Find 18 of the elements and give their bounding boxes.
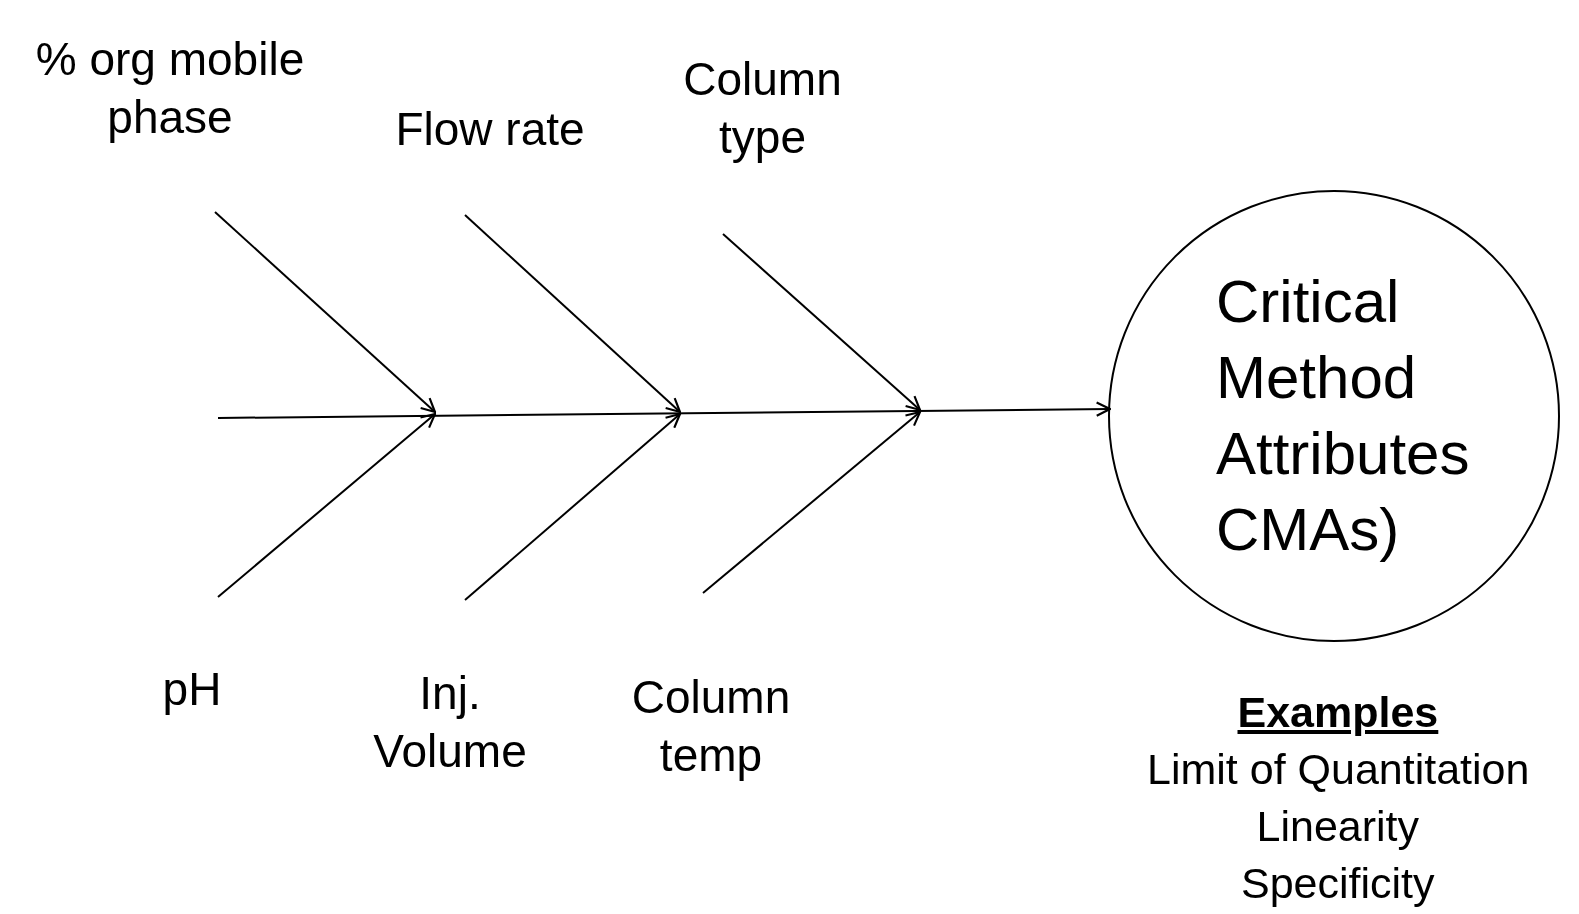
bone-arrow (702, 410, 922, 594)
cause-label: Column type (650, 50, 875, 168)
cause-label: % org mobile phase (0, 30, 340, 148)
bone-arrow (464, 214, 682, 414)
cause-label: Flow rate (360, 100, 620, 158)
example-item: Limit of Quantitation (1147, 744, 1530, 795)
examples-heading: Examples (1237, 687, 1439, 738)
bone-arrow (214, 211, 437, 414)
bone-arrow (217, 412, 437, 598)
cause-label: Inj. Volume (350, 664, 550, 782)
cause-label: pH (130, 660, 254, 718)
bone-arrow (722, 233, 922, 412)
cause-label: Column temp (580, 668, 842, 786)
example-item: Specificity (1241, 858, 1435, 909)
example-item: Linearity (1256, 801, 1420, 852)
bone-arrow (464, 412, 682, 601)
outcome-circle (1108, 190, 1560, 642)
outcome-text: Critical Method Attributes CMAs) (1216, 267, 1471, 565)
